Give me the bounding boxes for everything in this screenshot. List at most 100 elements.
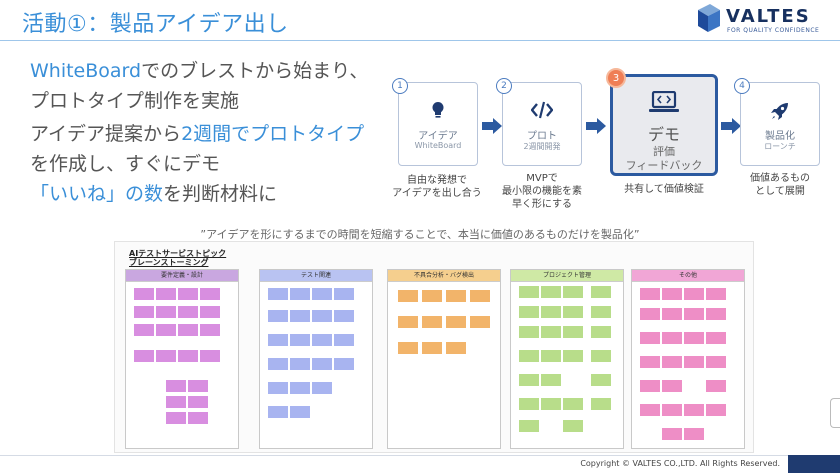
sticky-note <box>398 342 418 354</box>
sticky-note <box>134 350 154 362</box>
step-4-badge: 4 <box>734 78 750 94</box>
sticky-note <box>541 306 561 318</box>
sticky-note <box>662 308 682 320</box>
board-frame: プロジェクト管理 <box>510 269 624 449</box>
sticky-note <box>563 350 583 362</box>
sticky-note <box>290 406 310 418</box>
sticky-note <box>178 324 198 336</box>
footer-bar <box>0 455 840 473</box>
whiteboard-image: AIテストサービストピック ブレーンストーミング 要件定義・設計 テスト関連 不具合… <box>114 241 754 453</box>
sticky-note <box>134 306 154 318</box>
sticky-note <box>188 412 208 424</box>
sticky-note <box>640 380 660 392</box>
sticky-note <box>640 356 660 368</box>
sticky-note <box>706 380 726 392</box>
arrow-right-icon <box>482 118 502 134</box>
sticky-note <box>290 310 310 322</box>
sticky-note <box>519 420 539 432</box>
sticky-note <box>706 404 726 416</box>
board-frame: その他 <box>631 269 745 449</box>
sticky-note <box>563 286 583 298</box>
board-frame: 不具合分析・バグ検出 <box>387 269 501 449</box>
sticky-note <box>662 332 682 344</box>
sticky-note <box>166 412 186 424</box>
sticky-note <box>290 382 310 394</box>
board-frame: 要件定義・設計 <box>125 269 239 449</box>
sticky-note <box>591 350 611 362</box>
sticky-note <box>268 310 288 322</box>
step-prototype-sub: 2週間開発 <box>523 142 561 151</box>
step-launch: 製品化 ローンチ <box>740 82 820 166</box>
step-idea-sub: WhiteBoard <box>414 141 462 150</box>
sticky-note <box>541 398 561 410</box>
sticky-note <box>156 306 176 318</box>
sticky-note <box>662 404 682 416</box>
rocket-icon <box>741 101 819 125</box>
sticky-note <box>178 350 198 362</box>
sticky-note <box>312 382 332 394</box>
sticky-note <box>334 310 354 322</box>
intro-text: WhiteBoardでのブレストから始まり、 プロトタイプ制作を実施 アイデア提… <box>30 56 390 209</box>
step-prototype: プロト 2週間開発 <box>502 82 582 166</box>
board-frame-header: 要件定義・設計 <box>126 270 238 282</box>
laptop-code-icon <box>613 90 715 117</box>
sticky-note <box>268 288 288 300</box>
sticky-note <box>662 380 682 392</box>
sticky-note <box>684 332 704 344</box>
footer-corner-block <box>788 455 840 473</box>
sticky-note <box>178 288 198 300</box>
sticky-note <box>684 428 704 440</box>
sticky-note <box>200 324 220 336</box>
sticky-note <box>591 374 611 386</box>
board-title-1: AIテストサービストピック <box>129 249 227 258</box>
sticky-note <box>334 288 354 300</box>
board-frame: テスト関連 <box>259 269 373 449</box>
sticky-note <box>188 380 208 392</box>
board-frame-header: 不具合分析・バグ検出 <box>388 270 500 282</box>
step-idea: アイデア WhiteBoard <box>398 82 478 166</box>
sticky-note <box>156 324 176 336</box>
sticky-note <box>563 326 583 338</box>
board-title-2: ブレーンストーミング <box>129 258 209 267</box>
sticky-note <box>422 290 442 302</box>
sticky-note <box>200 288 220 300</box>
sticky-note <box>290 288 310 300</box>
sticky-note <box>640 332 660 344</box>
copyright-text: Copyright © VALTES CO.,LTD. All Rights R… <box>580 459 780 468</box>
side-scroll-handle[interactable] <box>830 398 840 428</box>
sticky-note <box>166 380 186 392</box>
sticky-note <box>519 350 539 362</box>
intro-line-5: 「いいね」の数を判断材料に <box>30 183 278 205</box>
sticky-note <box>519 374 539 386</box>
page-title: 活動①：製品アイデア出し <box>22 12 289 37</box>
sticky-note <box>563 306 583 318</box>
sticky-note <box>200 350 220 362</box>
sticky-note <box>268 382 288 394</box>
sticky-note <box>188 396 208 408</box>
logo-wordmark: VALTES <box>726 6 811 27</box>
step-demo-title: デモ <box>647 125 680 144</box>
sticky-note <box>640 308 660 320</box>
sticky-note <box>684 288 704 300</box>
sticky-note <box>519 306 539 318</box>
sticky-note <box>640 404 660 416</box>
step-demo-sub-1: 評価 <box>653 145 675 158</box>
sticky-note <box>519 286 539 298</box>
sticky-note <box>178 306 198 318</box>
sticky-note <box>290 358 310 370</box>
sticky-note <box>398 290 418 302</box>
sticky-note <box>684 308 704 320</box>
sticky-note <box>591 326 611 338</box>
step-2-badge: 2 <box>496 78 512 94</box>
sticky-note <box>519 326 539 338</box>
sticky-note <box>541 286 561 298</box>
sticky-note <box>591 306 611 318</box>
step-1-badge: 1 <box>392 78 408 94</box>
sticky-note <box>422 316 442 328</box>
sticky-note <box>662 428 682 440</box>
sticky-note <box>706 356 726 368</box>
intro-line-3: アイデア提案から2週間でプロトタイプ <box>30 123 365 145</box>
sticky-note <box>134 324 154 336</box>
sticky-note <box>591 286 611 298</box>
sticky-note <box>684 356 704 368</box>
